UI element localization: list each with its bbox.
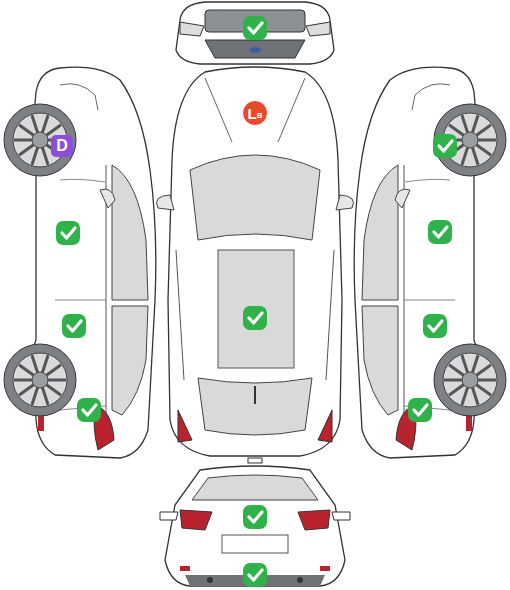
check-icon: [243, 16, 267, 40]
check-icon: [428, 220, 452, 244]
check-marks: [56, 16, 457, 587]
brand-logo: LB: [242, 100, 268, 126]
badge-letter: D: [56, 138, 68, 154]
check-icon: [77, 398, 101, 422]
rear-view: [160, 466, 350, 586]
check-icon: [243, 505, 267, 529]
check-icon: [243, 306, 267, 330]
check-icon: [408, 398, 432, 422]
logo-letter: B: [257, 112, 263, 120]
left-view: [4, 67, 156, 458]
check-icon: [243, 563, 267, 587]
right-view: [354, 67, 506, 458]
top-view: [157, 67, 354, 463]
front-view: [176, 2, 334, 64]
logo-letter: L: [248, 106, 257, 121]
check-icon: [56, 221, 80, 245]
check-icon: [62, 314, 86, 338]
damage-badge: D: [51, 135, 73, 157]
check-icon: [423, 314, 447, 338]
check-icon: [433, 134, 457, 158]
